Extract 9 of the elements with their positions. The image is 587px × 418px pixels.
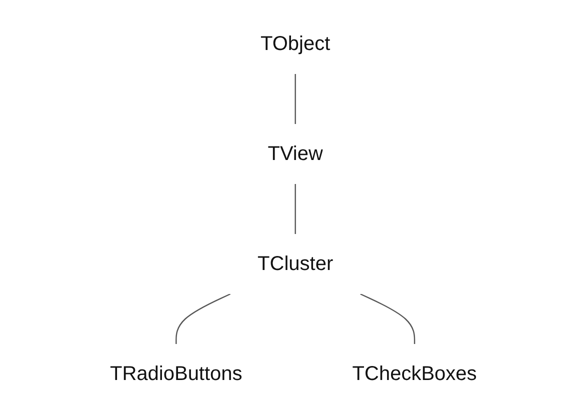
node-text: TCheckBoxes — [352, 363, 477, 385]
node-text: TCluster — [258, 253, 334, 275]
node-text: TObject — [260, 33, 330, 55]
node-text: TRadioButtons — [110, 363, 242, 385]
node-text: TView — [268, 143, 324, 165]
connector — [294, 74, 296, 124]
connector — [176, 293, 231, 344]
connector — [294, 184, 296, 234]
connector — [360, 293, 416, 344]
